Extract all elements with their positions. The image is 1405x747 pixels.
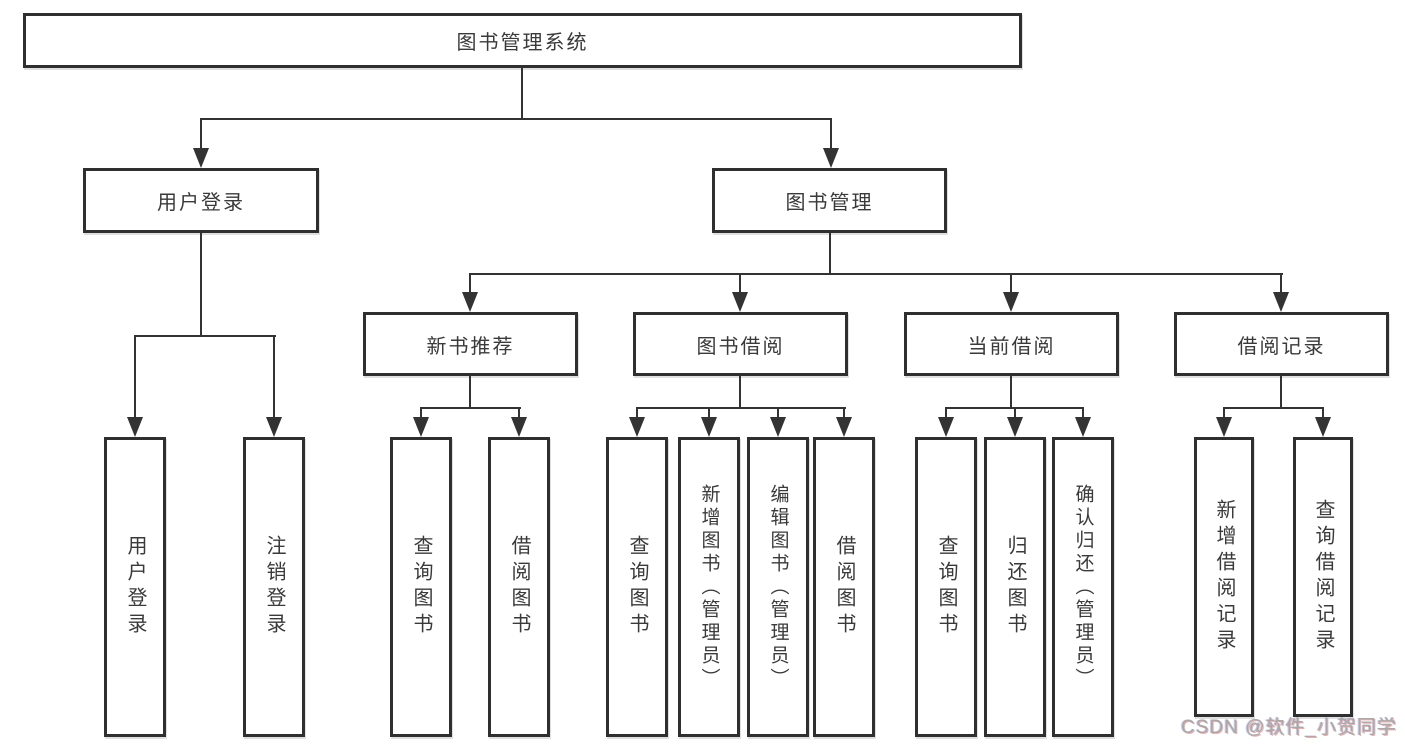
leaf-logout: 注销登录: [243, 437, 305, 737]
leaf-query-books-recommend-label: 查询图书: [410, 535, 432, 639]
connector-userlogin-stem: [200, 233, 202, 337]
node-new-book-recommend-label: 新书推荐: [426, 335, 515, 358]
arrowhead-book-borrow: [732, 292, 748, 312]
connector-stem-leaf-borrow1: [518, 407, 520, 419]
node-current-borrow: 当前借阅: [904, 312, 1119, 376]
node-root-label: 图书管理系统: [456, 32, 589, 54]
connector-bookborrow-rail: [636, 407, 846, 409]
node-borrow-records: 借阅记录: [1174, 312, 1389, 376]
arrowhead-logout-leaf: [266, 417, 282, 437]
connector-stem-leaf-return-book: [1014, 407, 1016, 419]
connector-userlogin-rail: [134, 335, 276, 337]
connector-stem-leaf-confirm-return: [1082, 407, 1084, 419]
leaf-query-books-borrow-label: 查询图书: [626, 535, 648, 639]
node-borrow-records-label: 借阅记录: [1237, 335, 1326, 358]
leaf-borrow-books2: 借阅图书: [813, 437, 875, 737]
leaf-confirm-return-admin: 确认归还（管理员）: [1052, 437, 1114, 737]
arrowhead-leaf-query3: [938, 417, 954, 437]
arrowhead-borrow-records: [1273, 292, 1289, 312]
connector-root-stem: [521, 68, 523, 120]
leaf-edit-books-admin-label: 编辑图书（管理员）: [767, 483, 789, 691]
arrowhead-leaf-query1: [413, 417, 429, 437]
arrowhead-leaf-borrow2: [836, 417, 852, 437]
connector-stem-leaf-add-book: [708, 407, 710, 419]
leaf-user-login-label: 用户登录: [124, 535, 146, 639]
leaf-add-books-admin-label: 新增图书（管理员）: [698, 483, 720, 691]
arrowhead-user-login: [193, 148, 209, 168]
connector-stem-leaf-query-record: [1322, 407, 1324, 419]
connector-stem-current-borrow: [1010, 273, 1012, 295]
connector-bookborrow-stem: [739, 376, 741, 409]
arrowhead-leaf-return-book: [1007, 417, 1023, 437]
node-current-borrow-label: 当前借阅: [967, 335, 1056, 358]
connector-borrowrecords-stem: [1280, 376, 1282, 409]
node-user-login-label: 用户登录: [157, 192, 245, 214]
node-user-login: 用户登录: [83, 168, 319, 233]
arrowhead-current-borrow: [1003, 292, 1019, 312]
arrowhead-book-management: [823, 148, 839, 168]
connector-stem-book-management: [830, 118, 832, 150]
connector-stem-user-login: [200, 118, 202, 150]
connector-stem-login-leaf: [134, 335, 136, 420]
node-book-borrow-label: 图书借阅: [696, 335, 785, 358]
leaf-query-books-current: 查询图书: [915, 437, 977, 737]
connector-root-rail: [200, 118, 832, 120]
leaf-add-books-admin: 新增图书（管理员）: [678, 437, 740, 737]
connector-stem-logout-leaf: [273, 335, 275, 420]
connector-newbook-rail: [420, 407, 521, 409]
node-book-management-label: 图书管理: [785, 192, 874, 214]
leaf-confirm-return-admin-label: 确认归还（管理员）: [1072, 483, 1094, 691]
connector-bookmgmt-stem: [829, 233, 831, 275]
leaf-query-books-current-label: 查询图书: [935, 535, 957, 639]
leaf-borrow-books-recommend: 借阅图书: [488, 437, 550, 737]
leaf-edit-books-admin: 编辑图书（管理员）: [747, 437, 809, 737]
arrowhead-leaf-query2: [629, 417, 645, 437]
arrowhead-leaf-confirm-return: [1075, 417, 1091, 437]
leaf-borrow-books2-label: 借阅图书: [833, 535, 855, 639]
leaf-logout-label: 注销登录: [263, 535, 285, 639]
arrowhead-new-book: [462, 292, 478, 312]
arrowhead-leaf-edit-book: [770, 417, 786, 437]
connector-stem-new-book: [469, 273, 471, 295]
leaf-return-books-label: 归还图书: [1004, 535, 1026, 639]
node-new-book-recommend: 新书推荐: [363, 312, 578, 376]
node-root-library-system: 图书管理系统: [23, 13, 1022, 68]
connector-stem-leaf-query1: [420, 407, 422, 419]
arrowhead-leaf-add-record: [1216, 417, 1232, 437]
connector-stem-borrow-records: [1280, 273, 1282, 295]
connector-stem-leaf-query3: [945, 407, 947, 419]
connector-stem-book-borrow: [739, 273, 741, 295]
connector-stem-leaf-add-record: [1223, 407, 1225, 419]
leaf-query-books-recommend: 查询图书: [390, 437, 452, 737]
connector-newbook-stem: [469, 376, 471, 409]
node-book-management: 图书管理: [712, 168, 947, 233]
leaf-borrow-books-recommend-label: 借阅图书: [508, 535, 530, 639]
arrowhead-leaf-add-book: [701, 417, 717, 437]
connector-currentborrow-stem: [1010, 376, 1012, 409]
leaf-query-borrow-record: 查询借阅记录: [1293, 437, 1353, 717]
leaf-add-borrow-record-label: 新增借阅记录: [1213, 499, 1235, 655]
connector-borrowrecords-rail: [1223, 407, 1324, 409]
arrowhead-leaf-query-record: [1315, 417, 1331, 437]
leaf-query-borrow-record-label: 查询借阅记录: [1312, 499, 1334, 655]
leaf-user-login: 用户登录: [104, 437, 166, 737]
leaf-add-borrow-record: 新增借阅记录: [1194, 437, 1254, 717]
leaf-return-books: 归还图书: [984, 437, 1046, 737]
connector-stem-leaf-edit-book: [777, 407, 779, 419]
node-book-borrow: 图书借阅: [633, 312, 848, 376]
leaf-query-books-borrow: 查询图书: [606, 437, 668, 737]
connector-stem-leaf-borrow2: [843, 407, 845, 419]
connector-stem-leaf-query2: [636, 407, 638, 419]
connector-bookmgmt-rail: [469, 273, 1283, 275]
arrowhead-leaf-borrow1: [511, 417, 527, 437]
arrowhead-login-leaf: [127, 417, 143, 437]
csdn-watermark: CSDN @软件_小贺同学: [1181, 717, 1397, 738]
